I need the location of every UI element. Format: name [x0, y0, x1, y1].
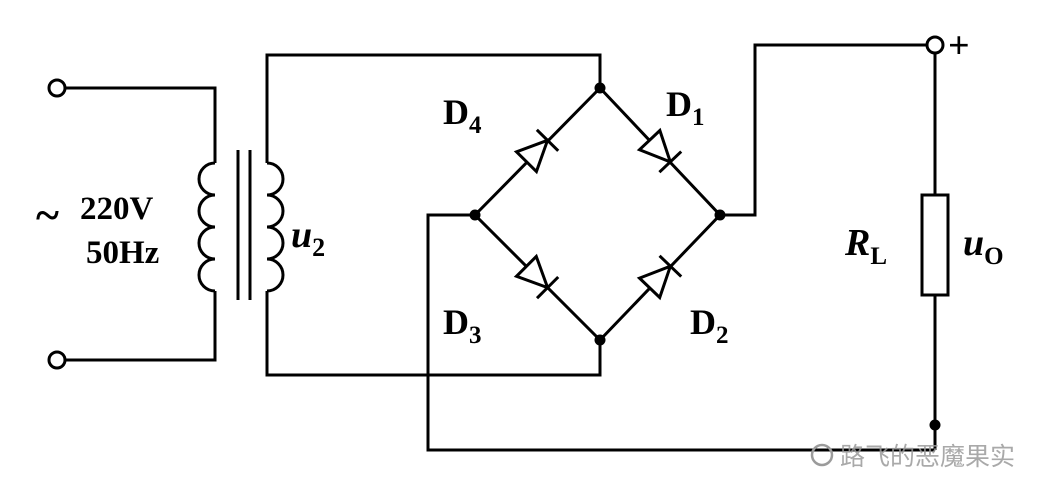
- load-resistor-body: [920, 193, 950, 297]
- output-terminal-plus: [925, 35, 945, 55]
- watermark-text: 路飞的恶魔果实: [840, 442, 1015, 471]
- voltage-label: 220V: [80, 191, 154, 227]
- input-terminal-top: [47, 78, 67, 98]
- load-resistor-label: RL: [844, 222, 887, 270]
- bridge-bottom-node: [594, 334, 606, 346]
- wire-input-bottom: [65, 291, 217, 362]
- secondary-voltage-label: u2: [291, 214, 325, 262]
- diode-d4-label: D4: [443, 92, 482, 139]
- diode-d1-cathode-bar: [658, 150, 683, 174]
- diode-d2-triangle: [636, 263, 673, 301]
- wire-secondary-bottom: [265, 291, 602, 377]
- diode-d3-cathode-bar: [535, 275, 560, 300]
- wire-secondary-top: [265, 53, 602, 163]
- input-terminal-bottom: [47, 350, 67, 370]
- transformer-secondary-coil: [266, 161, 285, 293]
- wire-input-top: [65, 86, 217, 163]
- diode-d2-cathode-bar: [658, 254, 683, 278]
- wire-bridge-to-plus-terminal: [720, 43, 927, 217]
- diode-d3-label: D3: [443, 302, 482, 349]
- diode-d1-triangle: [636, 127, 673, 165]
- diode-d1-symbol: [636, 127, 683, 174]
- diode-d4-symbol: [513, 128, 560, 175]
- wire-bottom-return-rail: [426, 213, 935, 452]
- transformer-primary-coil: [197, 161, 216, 293]
- diode-d4-cathode-bar: [535, 128, 560, 152]
- plus-polarity-label: +: [948, 25, 970, 67]
- output-voltage-label: uO: [963, 222, 1004, 270]
- ac-tilde-label: ~: [36, 191, 59, 240]
- diode-d1-label: D1: [666, 84, 705, 131]
- diode-d3-symbol: [513, 253, 560, 300]
- frequency-label: 50Hz: [86, 235, 159, 271]
- bridge-diamond: [472, 85, 723, 343]
- diode-d4-triangle: [513, 137, 551, 175]
- bridge-top-node: [594, 82, 606, 94]
- diode-d2-symbol: [636, 254, 683, 301]
- diode-d2-label: D2: [690, 302, 729, 349]
- diode-d3-triangle: [513, 253, 551, 291]
- watermark-logo-icon: [810, 443, 834, 467]
